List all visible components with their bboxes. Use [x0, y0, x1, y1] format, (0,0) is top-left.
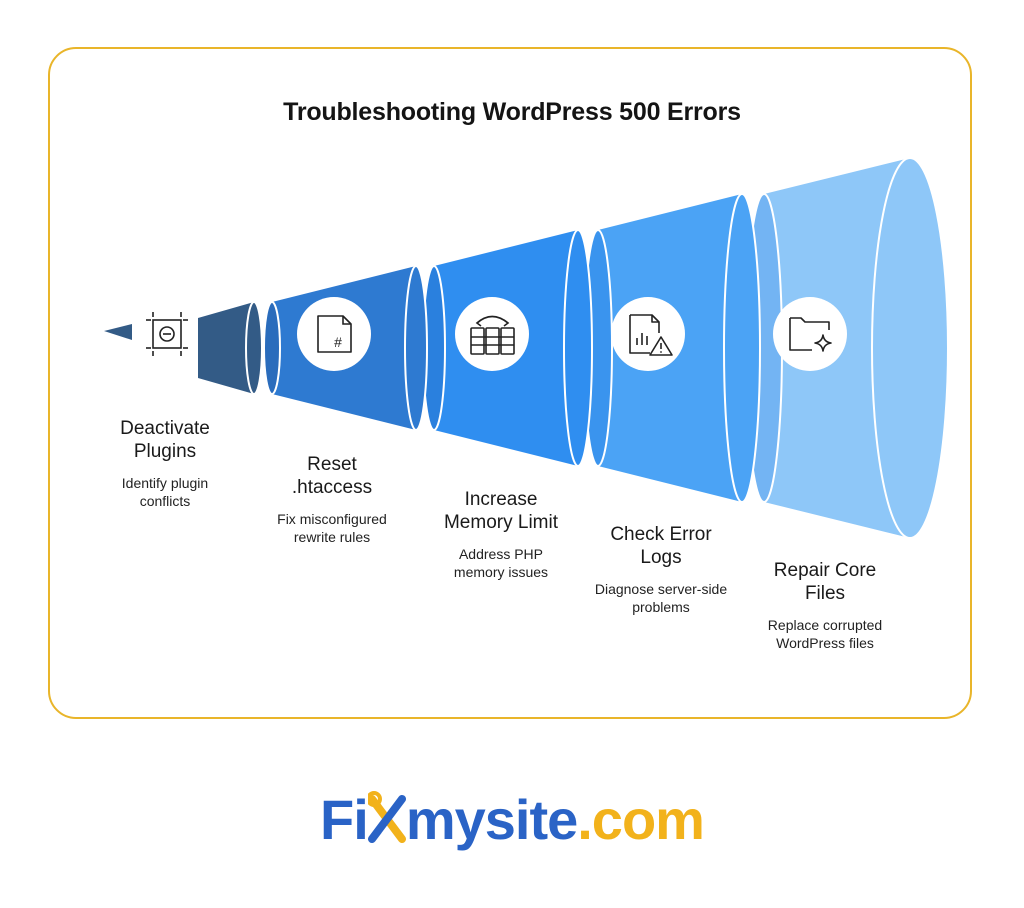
svg-text:#: #	[334, 334, 342, 350]
wrench-screwdriver-x-icon	[368, 788, 406, 844]
error-log-icon	[611, 297, 685, 371]
folder-sparkle-icon	[773, 297, 847, 371]
funnel-tip	[104, 324, 132, 340]
hash-file-icon: #	[297, 297, 371, 371]
brand-logo: Fi mysite.com	[0, 782, 1024, 858]
memory-table-icon	[455, 297, 529, 371]
step-title: Reset.htaccess	[252, 453, 412, 499]
deactivate-plugin-icon	[146, 312, 188, 356]
